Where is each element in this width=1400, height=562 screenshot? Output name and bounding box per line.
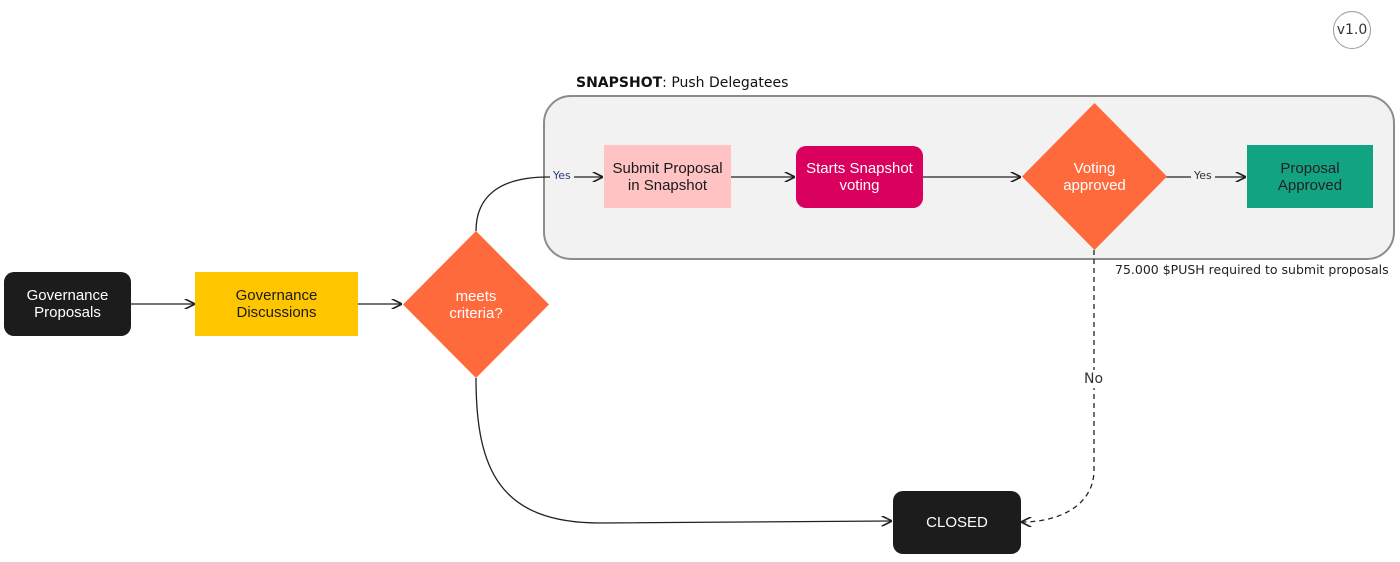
governance-discussions-node: Governance Discussions bbox=[195, 272, 358, 336]
snapshot-group-title-rest: : Push Delegatees bbox=[662, 75, 789, 91]
voting-approved-diamond bbox=[1022, 103, 1167, 250]
starts-snapshot-voting-node: Starts Snapshot voting bbox=[796, 146, 923, 208]
edge-label-yes-criteria: Yes bbox=[550, 169, 574, 182]
meets-criteria-node: meets criteria? bbox=[403, 231, 549, 378]
governance-proposals-node: Governance Proposals bbox=[4, 272, 131, 336]
meets-criteria-label: meets criteria? bbox=[449, 287, 503, 322]
snapshot-group-title: SNAPSHOT: Push Delegatees bbox=[576, 75, 788, 91]
voting-approved-label: Voting approved bbox=[1063, 159, 1126, 194]
snapshot-group-title-bold: SNAPSHOT bbox=[576, 75, 663, 91]
closed-node: CLOSED bbox=[893, 491, 1021, 554]
push-requirement-note: 75.000 $PUSH required to submit proposal… bbox=[1115, 262, 1389, 277]
submit-proposal-node: Submit Proposal in Snapshot bbox=[604, 145, 731, 208]
version-badge: v1.0 bbox=[1333, 11, 1371, 49]
meets-criteria-diamond bbox=[403, 231, 549, 378]
proposal-approved-node: Proposal Approved bbox=[1247, 145, 1373, 208]
voting-approved-node: Voting approved bbox=[1022, 103, 1167, 250]
edge-label-no-voting: No bbox=[1081, 370, 1107, 388]
edge-label-yes-voting: Yes bbox=[1191, 169, 1215, 182]
edge-criteria-no-to-closed bbox=[475, 377, 891, 523]
